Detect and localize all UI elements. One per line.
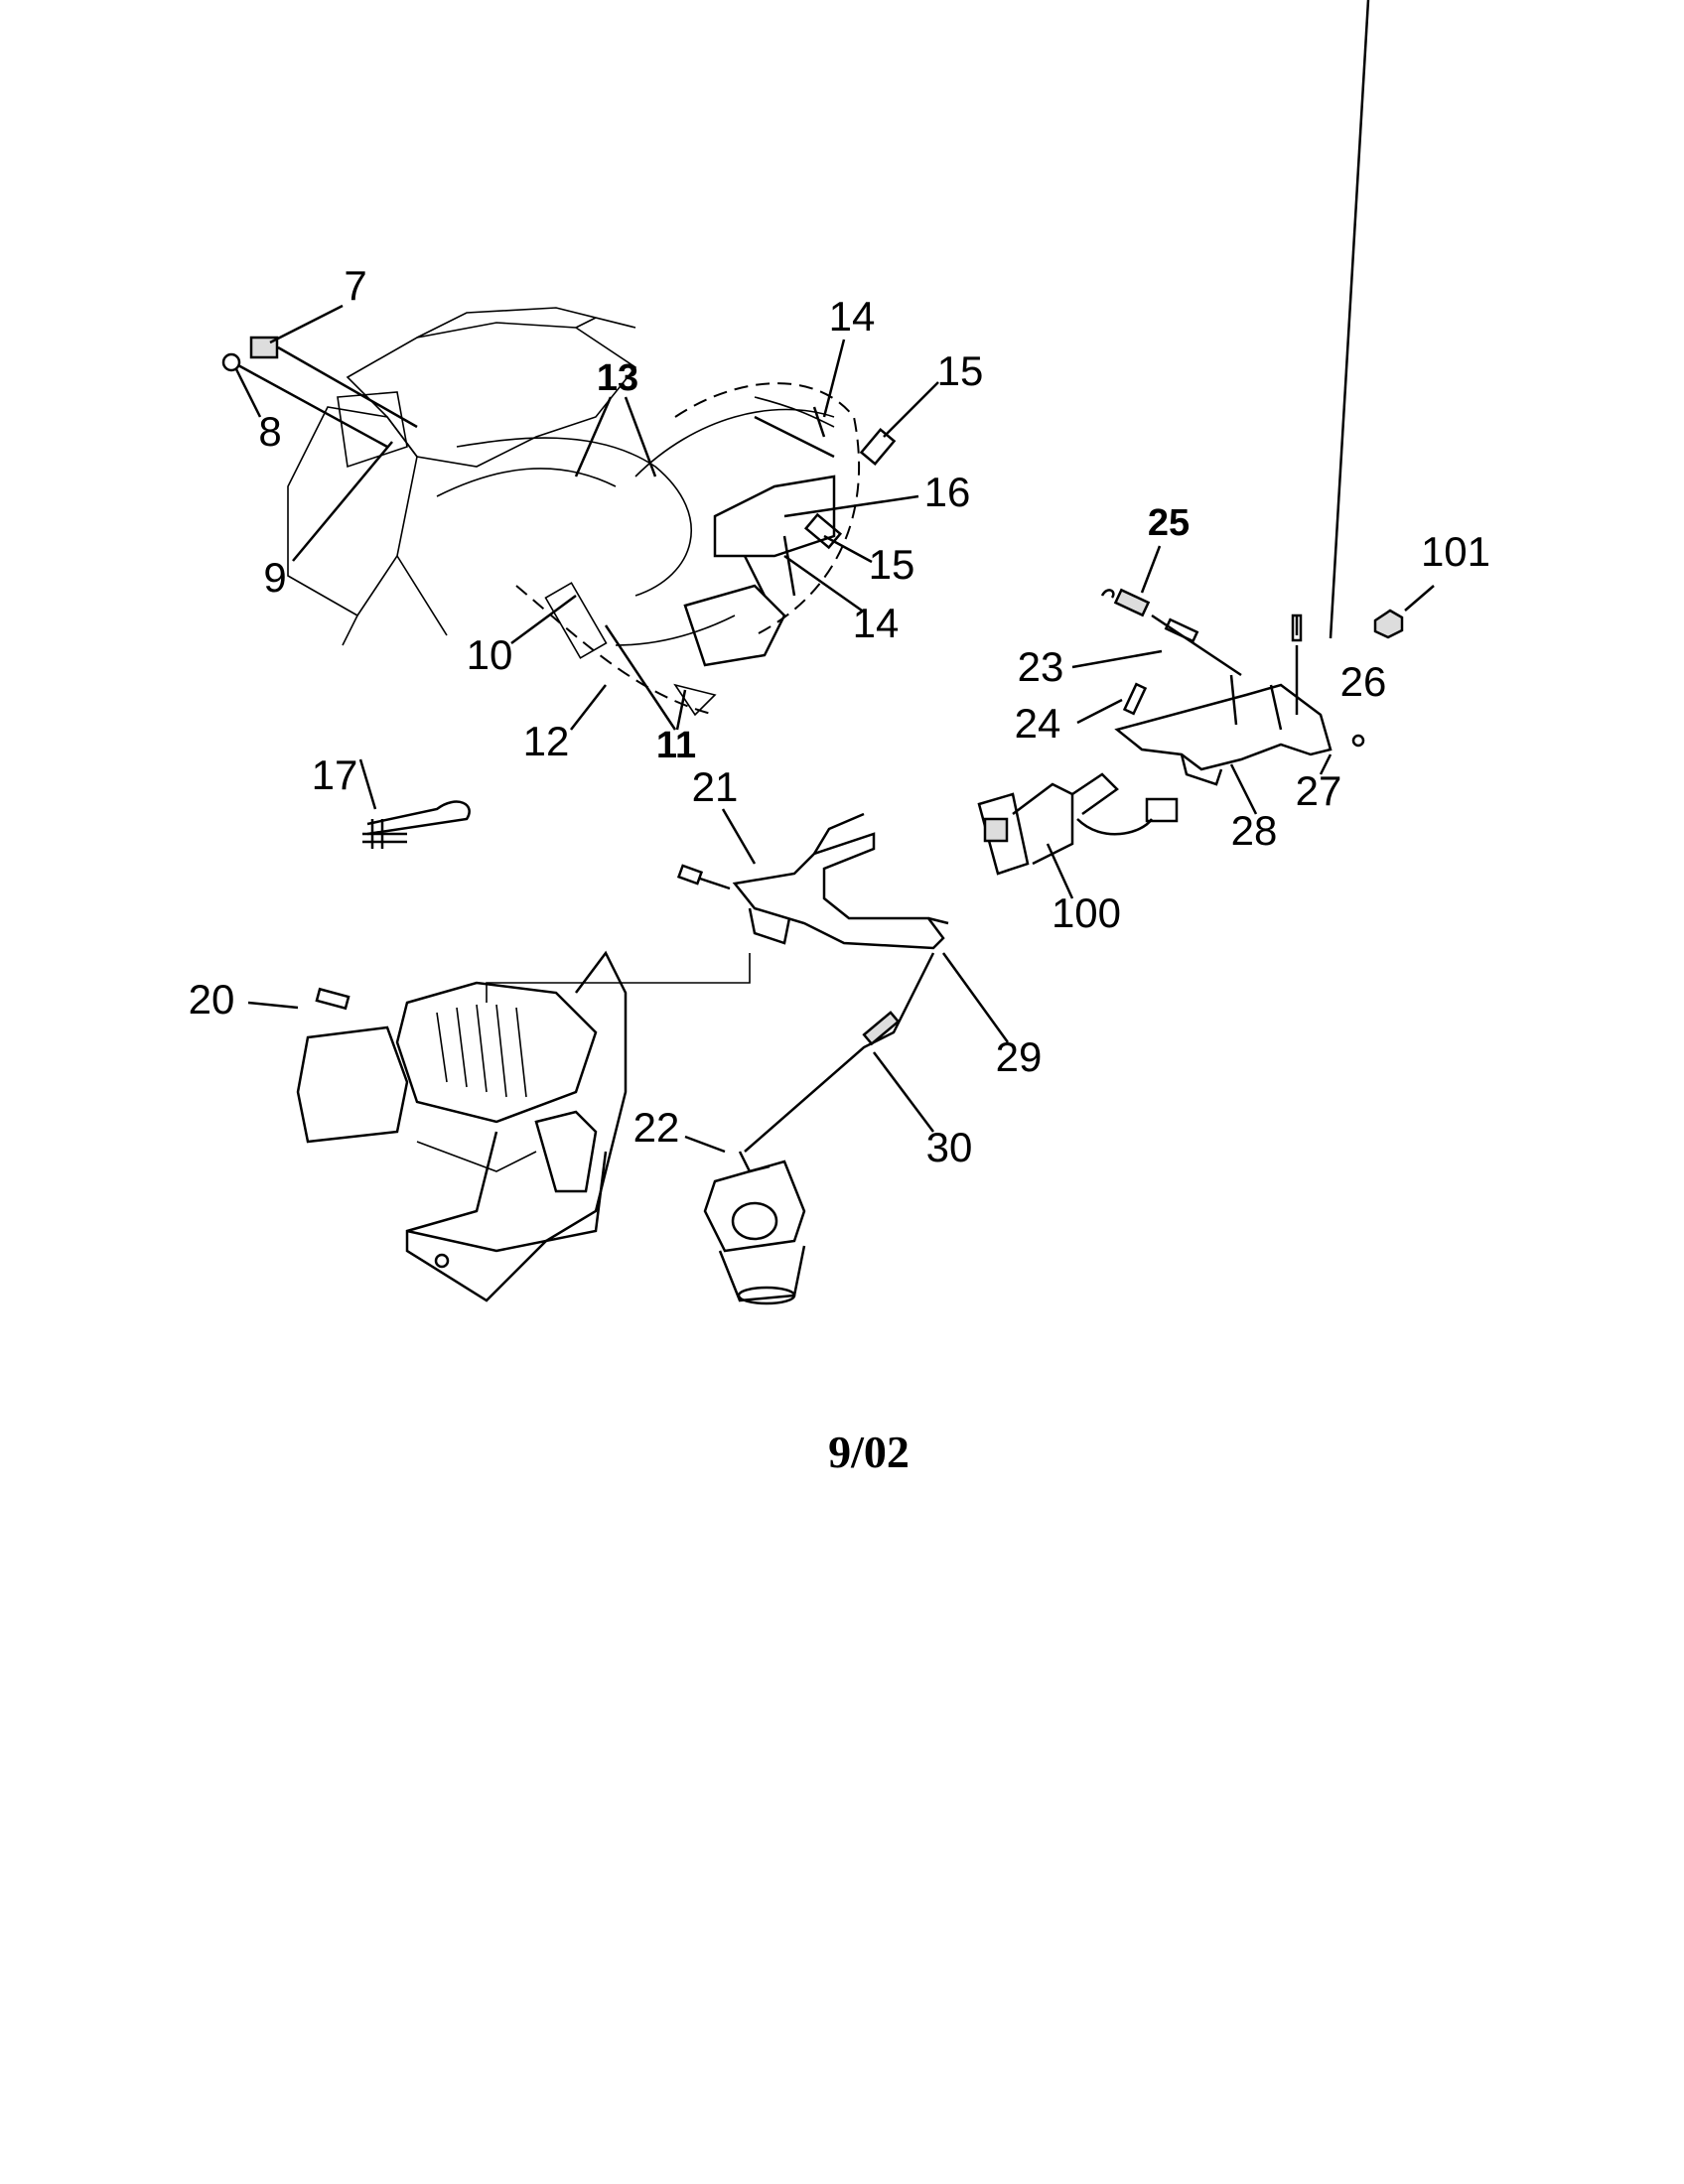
part-label-22: 22 bbox=[633, 1104, 680, 1151]
part-label-7: 7 bbox=[344, 262, 366, 309]
leader-lines bbox=[234, 0, 1435, 1154]
engine-shroud-drawing bbox=[287, 307, 861, 717]
part-label-9: 9 bbox=[263, 554, 286, 601]
part-label-20: 20 bbox=[189, 976, 235, 1023]
part-label-11: 11 bbox=[656, 725, 696, 766]
part-label-23: 23 bbox=[1018, 643, 1064, 690]
revision-date: 9/02 bbox=[828, 1427, 910, 1477]
part-label-15b: 15 bbox=[869, 541, 915, 588]
part-label-16: 16 bbox=[924, 469, 971, 515]
part-label-30: 30 bbox=[926, 1124, 973, 1170]
part-label-101: 101 bbox=[1421, 528, 1490, 575]
part-label-14b: 14 bbox=[853, 600, 900, 646]
part-label-17: 17 bbox=[312, 751, 358, 798]
carburetor-drawing bbox=[703, 952, 935, 1305]
part-label-13: 13 bbox=[597, 357, 638, 399]
throttle-control-drawing bbox=[977, 588, 1404, 876]
part-label-15: 15 bbox=[937, 347, 984, 394]
part-label-24: 24 bbox=[1015, 700, 1061, 747]
stop-switch-and-wire-drawing bbox=[221, 336, 418, 449]
part-label-27: 27 bbox=[1296, 767, 1342, 814]
part-label-29: 29 bbox=[996, 1033, 1043, 1080]
part-label-10: 10 bbox=[467, 631, 513, 678]
hairpin-clip-drawing bbox=[362, 800, 471, 849]
part-label-14: 14 bbox=[829, 293, 876, 340]
engine-block-drawing bbox=[247, 950, 628, 1302]
part-label-28: 28 bbox=[1231, 807, 1278, 854]
part-label-12: 12 bbox=[523, 718, 570, 764]
part-label-25: 25 bbox=[1148, 502, 1190, 544]
governor-lever-drawing bbox=[676, 812, 949, 950]
part-label-21: 21 bbox=[692, 763, 739, 810]
part-label-8: 8 bbox=[258, 408, 281, 455]
part-label-26: 26 bbox=[1340, 658, 1387, 705]
part-label-100: 100 bbox=[1052, 889, 1121, 936]
